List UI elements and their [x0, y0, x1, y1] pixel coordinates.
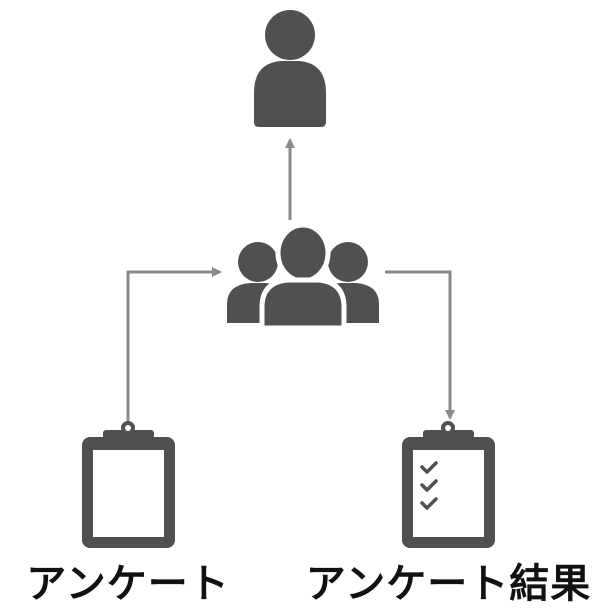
arrow-group-to-results: [385, 270, 455, 420]
check-icon: [420, 479, 438, 492]
survey-results-label: アンケート結果: [305, 561, 592, 607]
check-icon: [420, 497, 438, 510]
checklist-clipboard-icon: [402, 421, 495, 548]
connectors: [126, 138, 455, 423]
person-icon: [254, 10, 326, 127]
blank-clipboard-icon: [82, 421, 175, 548]
arrow-survey-to-group: [126, 267, 222, 423]
survey-label: アンケート: [26, 561, 230, 607]
group-icon: [227, 222, 379, 331]
check-icon: [420, 461, 438, 474]
